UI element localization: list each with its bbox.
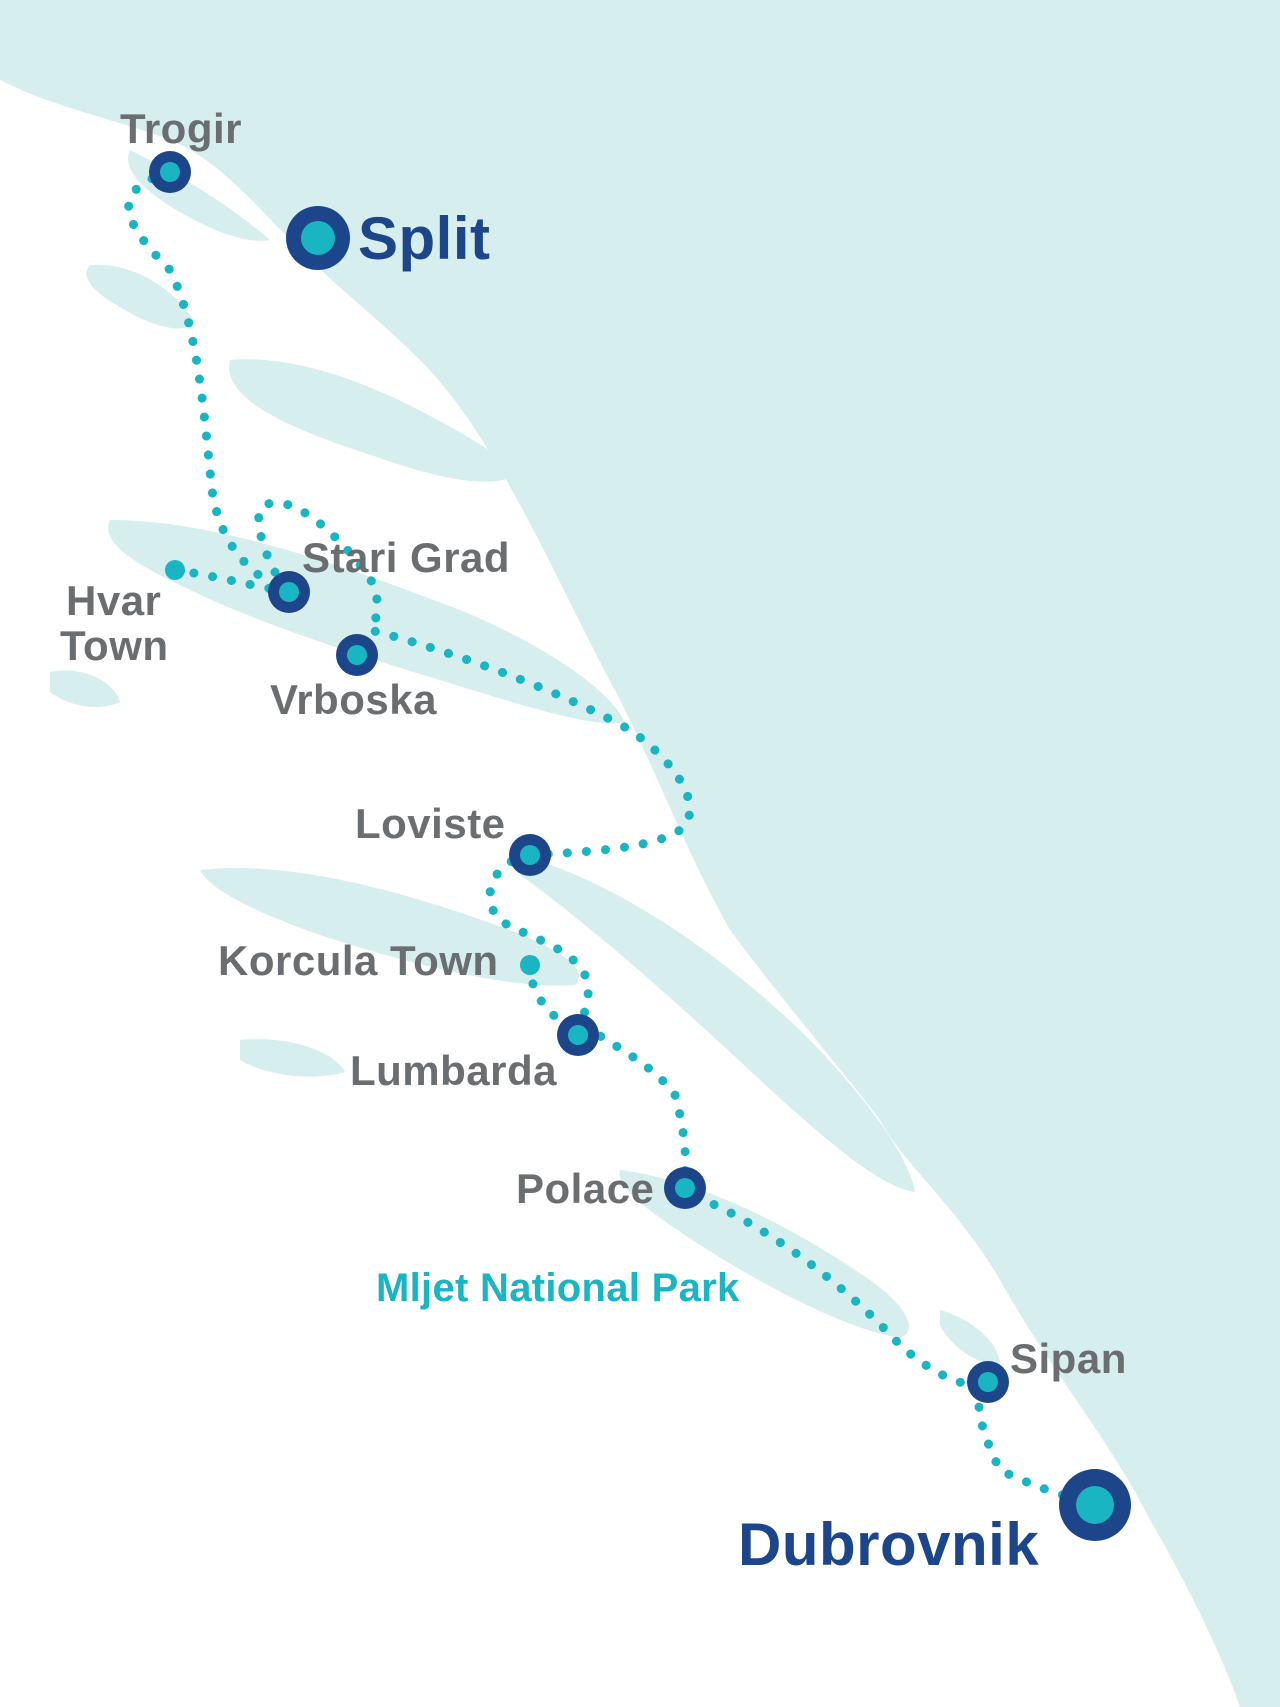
island-lastovo — [240, 1039, 345, 1077]
island-korcula — [200, 868, 579, 986]
island-elafiti — [940, 1310, 1000, 1365]
marker-stari-grad — [268, 571, 310, 613]
island-solta — [86, 264, 195, 329]
marker-polace — [664, 1167, 706, 1209]
island-mljet — [619, 1170, 909, 1338]
label-polace: Polace — [516, 1165, 655, 1212]
marker-hvar-town — [165, 560, 185, 580]
marker-korcula-town — [520, 955, 540, 975]
marker-lumbarda — [557, 1014, 599, 1056]
marker-vrboska — [336, 634, 378, 676]
hvar-town-spur — [170, 565, 292, 597]
label-sipan: Sipan — [1010, 1335, 1127, 1382]
island-brac — [229, 359, 520, 482]
island-hvar — [108, 520, 625, 724]
island-peljesac — [520, 855, 915, 1192]
label-split: Split — [358, 205, 491, 272]
marker-sipan — [967, 1361, 1009, 1403]
marker-trogir — [149, 151, 191, 193]
label-loviste: Loviste — [355, 800, 506, 847]
label-trogir: Trogir — [120, 105, 243, 152]
island-vis — [50, 670, 120, 707]
label-dubrovnik: Dubrovnik — [738, 1511, 1040, 1578]
label-vrboska: Vrboska — [270, 676, 437, 723]
label-mljet-national-park: Mljet National Park — [376, 1266, 740, 1310]
label-hvar-town-line1: Hvar — [66, 577, 162, 624]
marker-split — [286, 206, 350, 270]
label-stari-grad: Stari Grad — [302, 534, 511, 581]
label-korcula-town: Korcula Town — [218, 937, 499, 984]
label-lumbarda: Lumbarda — [350, 1047, 558, 1094]
marker-dubrovnik — [1059, 1469, 1131, 1541]
marker-loviste — [509, 834, 551, 876]
label-hvar-town-line2: Town — [60, 622, 169, 669]
